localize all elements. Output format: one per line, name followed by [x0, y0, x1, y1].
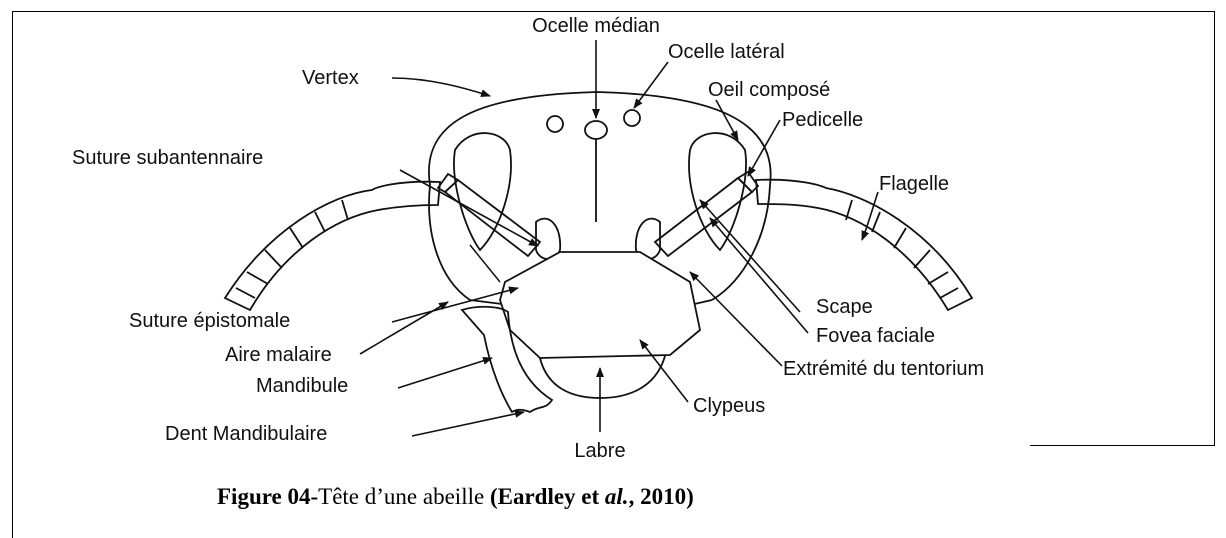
labrum-shape — [540, 356, 665, 398]
label-ocelle-median: Ocelle médian — [532, 15, 660, 37]
ocelle-lateral-left — [547, 116, 563, 132]
caption-figure-label: Figure 04- — [217, 484, 318, 509]
label-fovea-faciale: Fovea faciale — [816, 325, 935, 347]
label-suture-epistomale: Suture épistomale — [129, 310, 290, 332]
label-flagelle: Flagelle — [879, 173, 949, 195]
figure-caption: Figure 04-Tête d’une abeille (Eardley et… — [217, 484, 694, 510]
label-scape: Scape — [816, 296, 873, 318]
label-pedicelle: Pedicelle — [782, 109, 863, 131]
caption-year: , 2010) — [629, 484, 694, 509]
label-ocelle-lateral: Ocelle latéral — [668, 41, 785, 63]
compound-eye-left — [454, 133, 511, 250]
label-mandibule: Mandibule — [256, 375, 348, 397]
caption-title: Tête d’une abeille — [318, 484, 490, 509]
antenna-left — [225, 174, 540, 310]
label-vertex: Vertex — [302, 67, 359, 89]
label-dent-mandibulaire: Dent Mandibulaire — [165, 423, 327, 445]
caption-etal: al. — [605, 484, 629, 509]
label-suture-subantennaire: Suture subantennaire — [72, 147, 263, 169]
clypeus-shape — [500, 252, 700, 358]
label-clypeus: Clypeus — [693, 395, 765, 417]
caption-open: ( — [490, 484, 498, 509]
caption-authors: Eardley et — [498, 484, 605, 509]
label-labre: Labre — [574, 440, 625, 462]
label-aire-malaire: Aire malaire — [225, 344, 332, 366]
antenna-left-shaft — [470, 245, 500, 282]
label-oeil-compose: Oeil composé — [708, 79, 830, 101]
ocelle-median — [585, 121, 607, 139]
label-extremite-tentorium: Extrémité du tentorium — [783, 358, 984, 380]
ocelle-lateral-right — [624, 110, 640, 126]
